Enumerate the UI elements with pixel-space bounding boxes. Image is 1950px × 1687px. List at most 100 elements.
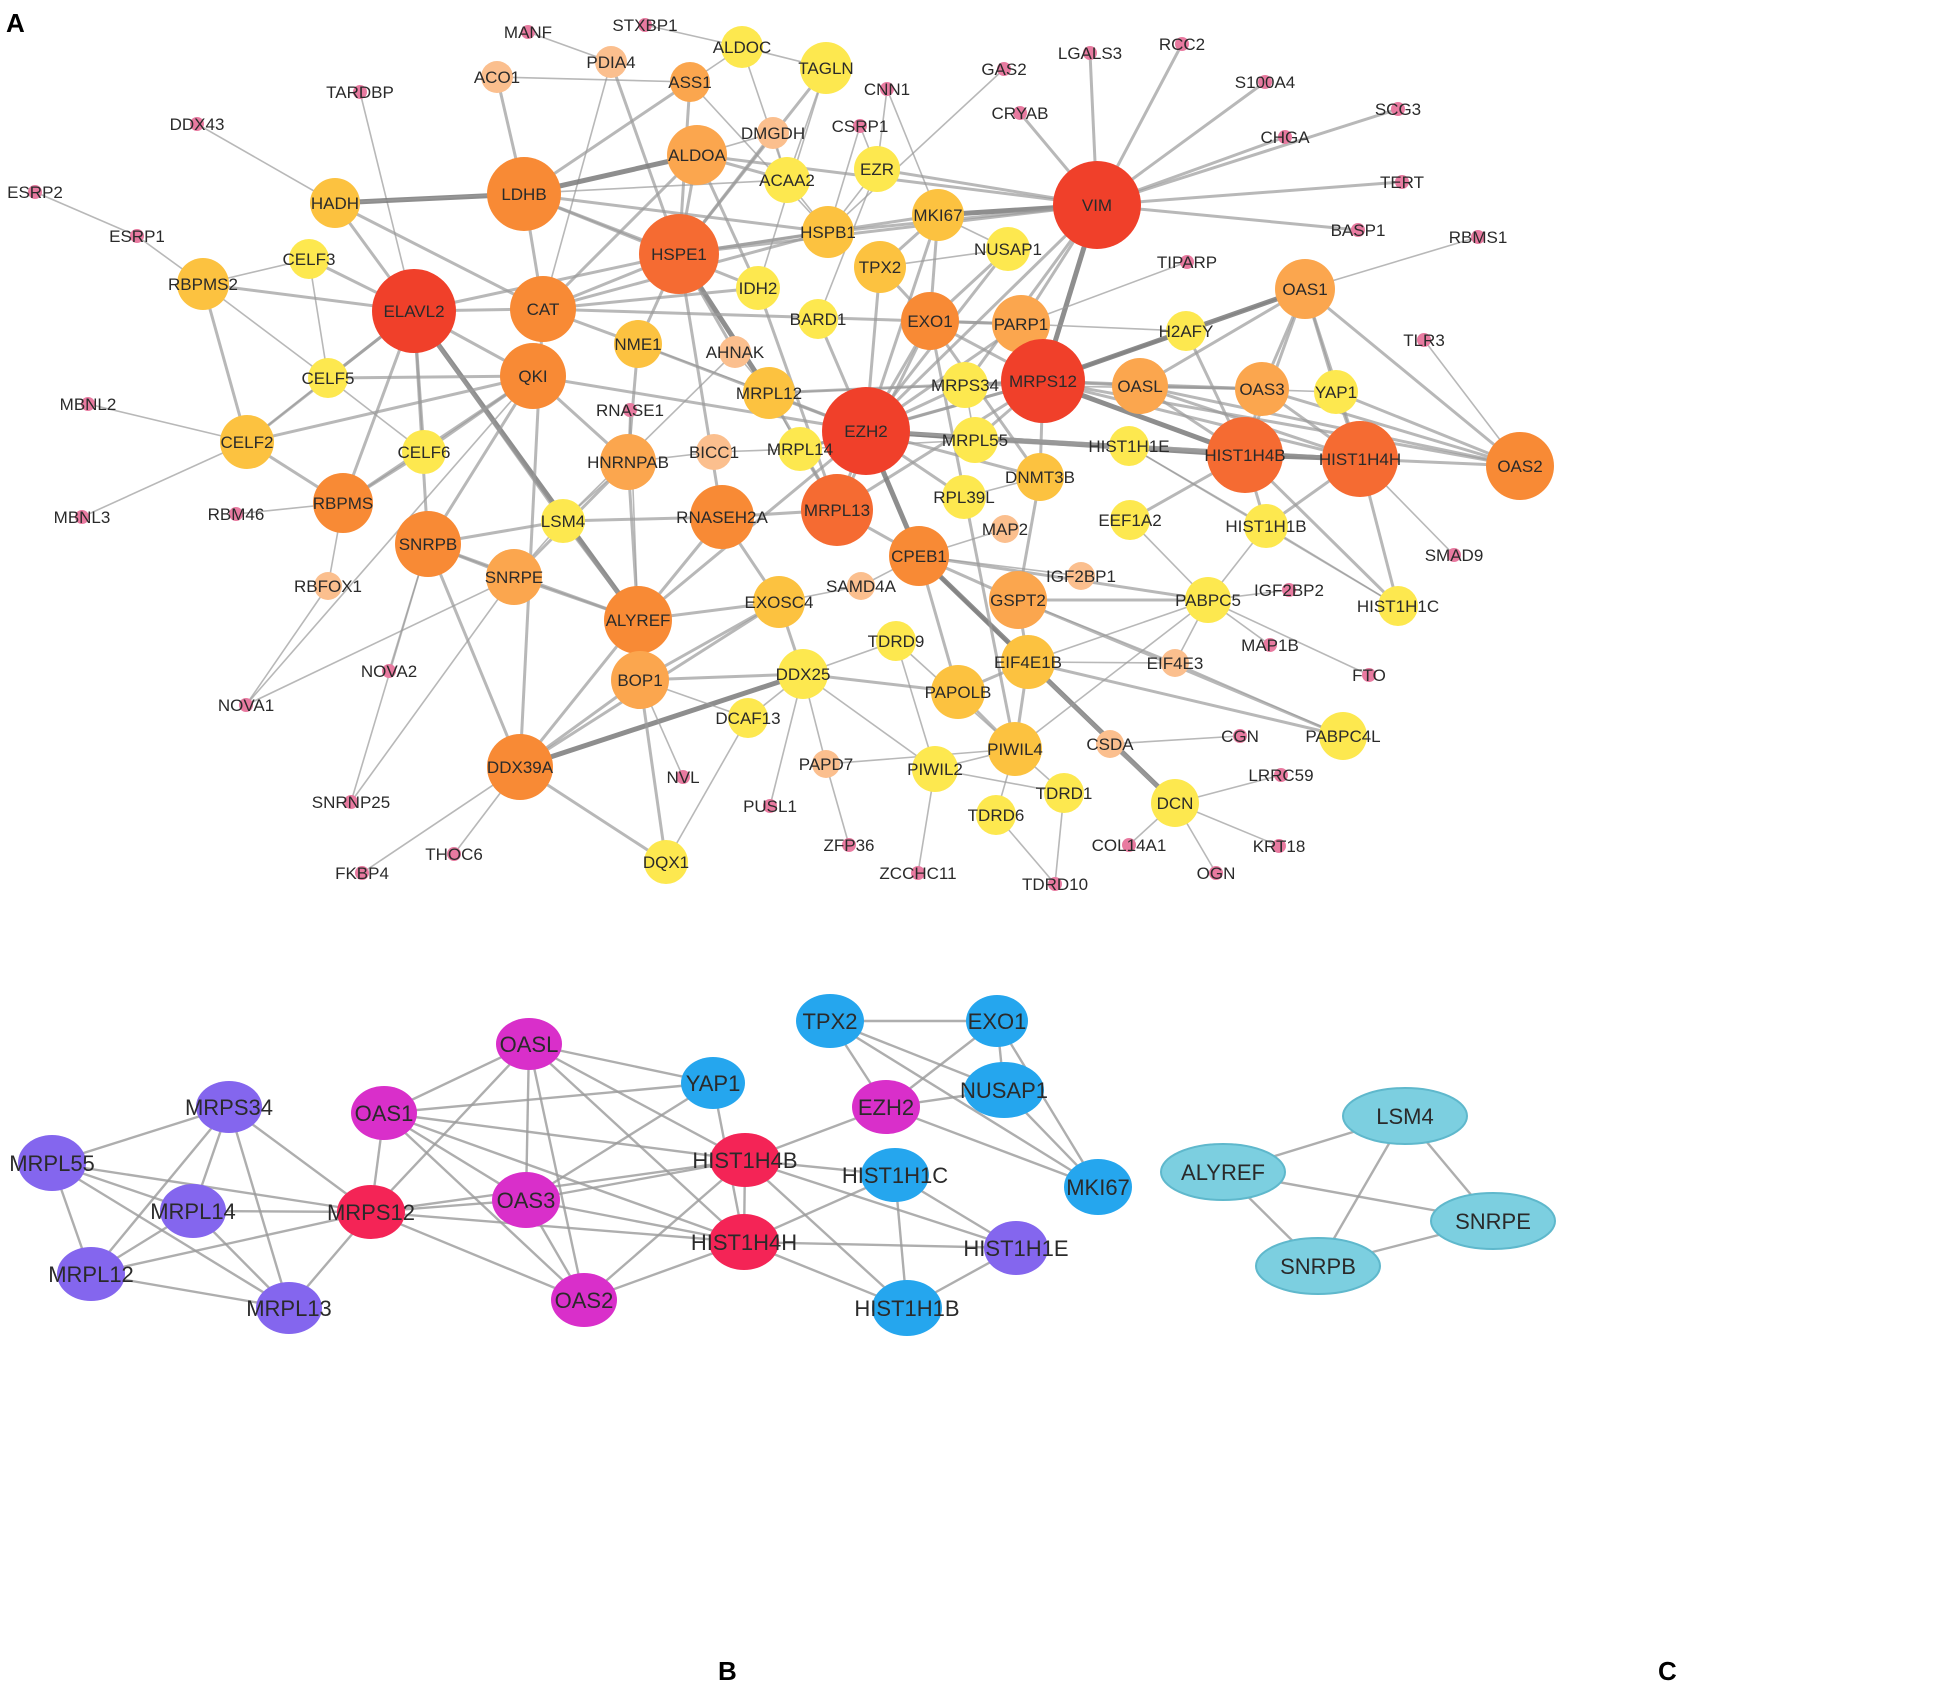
node-a-hist1h1e: HIST1H1E (1088, 426, 1170, 466)
node-a-lsm4: LSM4 (541, 499, 585, 543)
node-a-mbnl2: MBNL2 (60, 395, 117, 414)
node-a-circle (1166, 311, 1206, 351)
node-a-label: ZFP36 (823, 836, 874, 855)
node-b-ellipse (966, 995, 1028, 1047)
node-a-mrpl55: MRPL55 (942, 417, 1008, 463)
edge-a-qki-celf2 (246, 374, 534, 444)
node-a-label: CHGA (1260, 128, 1310, 147)
edge-b-hist1h4b-hist1h1e (744, 1158, 1017, 1250)
node-a-label: CELF2 (221, 433, 274, 452)
node-a-label: MRPS12 (1009, 372, 1077, 391)
node-a-circle (1001, 635, 1055, 689)
edge-a-mbnl3-celf2 (81, 441, 248, 518)
node-a-circle (1112, 358, 1168, 414)
node-a-label: DCAF13 (715, 709, 780, 728)
node-a-label: ELAVL2 (383, 302, 444, 321)
edge-b-mrpl55-mrps12 (51, 1161, 372, 1214)
node-a-label: BICC1 (689, 443, 739, 462)
node-a-rnaseh2a: RNASEH2A (676, 485, 768, 549)
node-a-label: PABPC5 (1175, 591, 1241, 610)
node-a-label: S100A4 (1235, 73, 1296, 92)
node-b-mrps12: MRPS12 (327, 1185, 415, 1239)
node-a-label: SNRNP25 (312, 793, 390, 812)
node-a-label: NOVA2 (361, 662, 417, 681)
edge-a-vim-ezh2 (864, 203, 1099, 433)
node-a-circle (1272, 839, 1286, 853)
node-a-label: IGF2BP2 (1254, 581, 1324, 600)
node-a-tdrd10: TDRD10 (1022, 875, 1088, 894)
node-a-exo1: EXO1 (901, 292, 959, 350)
node-a-circle (719, 336, 751, 368)
node-a-label: MBNL2 (60, 395, 117, 414)
node-a-circle (28, 185, 42, 199)
edge-b-oas1-hist1h4b (383, 1111, 746, 1162)
node-a-oas3: OAS3 (1235, 362, 1289, 416)
node-a-igf2bp1: IGF2BP1 (1046, 562, 1116, 590)
node-a-zfp36: ZFP36 (823, 836, 874, 855)
node-a-circle (801, 474, 873, 546)
node-a-circle (952, 417, 998, 463)
edge-b-ezh2-mki67 (885, 1105, 1099, 1189)
node-a-circle (487, 734, 553, 800)
node-a-circle (728, 698, 768, 738)
node-a-label: HSPE1 (651, 245, 707, 264)
node-a-s100a4: S100A4 (1235, 73, 1296, 92)
edge-b-mrps34-mrpl13 (227, 1106, 291, 1309)
node-a-label: OAS3 (1239, 380, 1284, 399)
node-b-mrpl14: MRPL14 (150, 1184, 236, 1238)
node-a-label: CELF6 (398, 443, 451, 462)
node-b-ellipse (796, 994, 864, 1048)
node-a-esrp2: ESRP2 (7, 183, 63, 202)
edge-b-hist1h4b-hist1h1b (744, 1159, 908, 1309)
node-a-circle (847, 572, 875, 600)
edge-a-oas3-oas2 (1261, 387, 1521, 468)
edge-a-oasl-oas2 (1139, 384, 1521, 468)
node-a-circle (1067, 562, 1095, 590)
node-a-label: MANF (504, 23, 552, 42)
panel-label-a: A (6, 8, 25, 38)
node-a-ogn: OGN (1197, 864, 1236, 883)
node-a-circle (1044, 773, 1084, 813)
edge-a-hist1h1b-hist1h1c (1265, 525, 1399, 607)
edge-a-piwil2-ddx25 (802, 673, 936, 770)
node-a-circle (912, 189, 964, 241)
node-a-hist1h1b: HIST1H1B (1225, 504, 1307, 548)
edge-a-scg3-vim (1096, 107, 1399, 207)
node-a-label: RBPMS2 (168, 275, 238, 294)
node-a-circle (1275, 259, 1335, 319)
node-a-circle (604, 586, 672, 654)
node-a-label: HIST1H4H (1319, 450, 1401, 469)
node-a-circle (1235, 362, 1289, 416)
node-b-ellipse (196, 1081, 262, 1133)
node-a-pusl1: PUSL1 (743, 797, 797, 816)
edge-a-ldhb-idh2 (523, 192, 759, 290)
edge-a-snrpe-nova1 (245, 576, 515, 706)
node-b-label: OASL (500, 1032, 559, 1057)
node-b-ellipse (256, 1282, 322, 1334)
node-b-hist1h4h: HIST1H4H (691, 1214, 797, 1270)
edge-a-ddx43-hadh (196, 123, 336, 204)
node-b-mrpl55: MRPL55 (9, 1135, 95, 1191)
node-a-circle (1378, 586, 1418, 626)
node-a-circle (989, 571, 1047, 629)
edge-a-eif4e3-pabpc4l (1174, 662, 1344, 737)
node-a-label: NME1 (614, 335, 661, 354)
node-a-label: FKBP4 (335, 864, 389, 883)
node-a-label: PIWIL2 (907, 760, 963, 779)
node-a-fto: FTO (1352, 666, 1386, 685)
node-a-mki67: MKI67 (912, 189, 964, 241)
node-a-piwil4: PIWIL4 (987, 722, 1043, 776)
node-b-ellipse (160, 1184, 226, 1238)
node-a-circle (595, 46, 627, 78)
node-a-label: ALDOC (713, 38, 772, 57)
node-a-rbm46: RBM46 (208, 505, 265, 524)
node-a-circle (721, 26, 763, 68)
edge-a-aldoc-acaa2 (741, 46, 788, 181)
edge-b-mrpl55-mrpl13 (51, 1161, 290, 1310)
node-a-map2: MAP2 (982, 515, 1028, 543)
node-a-krt18: KRT18 (1253, 837, 1306, 856)
node-a-papolb: PAPOLB (925, 665, 991, 719)
edge-a-aco1-ass1 (496, 76, 691, 83)
node-a-label: PAPD7 (799, 755, 854, 774)
